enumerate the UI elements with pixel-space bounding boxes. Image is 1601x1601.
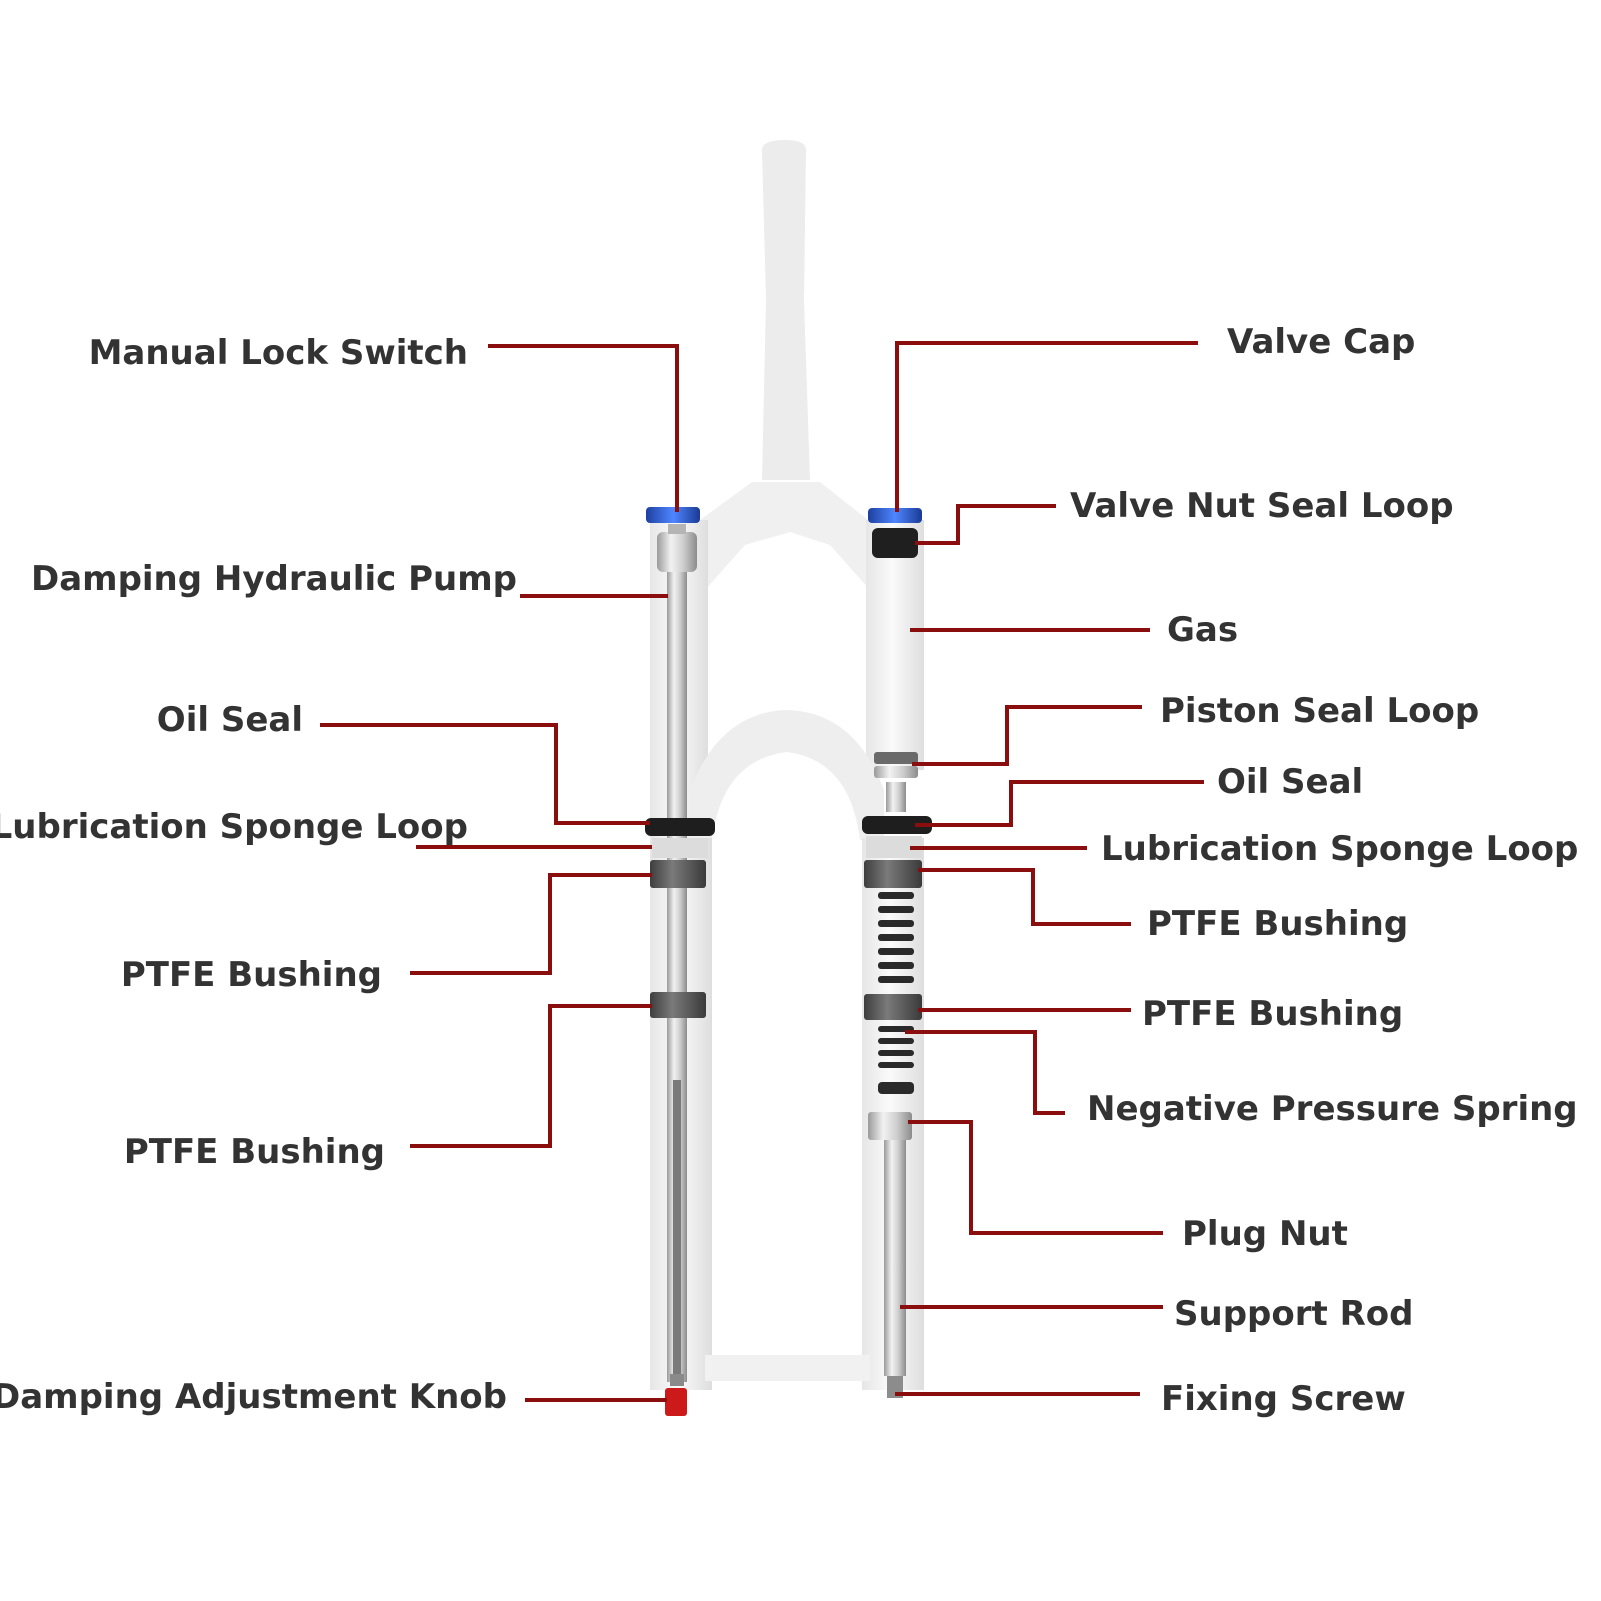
leader-negative-pressure-spring bbox=[905, 1030, 1065, 1115]
leader-lines bbox=[320, 341, 1204, 1402]
label-ptfe-bushing-left-upper: PTFE Bushing bbox=[121, 955, 382, 995]
label-lubrication-sponge-loop-right: Lubrication Sponge Loop bbox=[1101, 829, 1578, 869]
leader-oil-seal-right bbox=[915, 780, 1204, 827]
valve-nut-seal-loop-part bbox=[872, 528, 918, 558]
plug-nut-part bbox=[868, 1112, 912, 1140]
steerer-tube bbox=[762, 140, 810, 480]
label-oil-seal-right: Oil Seal bbox=[1217, 762, 1363, 802]
support-rod-part bbox=[884, 1140, 906, 1376]
damper-shaft bbox=[667, 572, 687, 1382]
label-ptfe-bushing-right-lower: PTFE Bushing bbox=[1142, 994, 1403, 1034]
fork-body bbox=[650, 140, 924, 1390]
ptfe-bushing-left-lower-part bbox=[650, 992, 706, 1018]
label-manual-lock-switch: Manual Lock Switch bbox=[89, 333, 468, 373]
leader-valve-cap bbox=[895, 341, 1198, 512]
label-negative-pressure-spring: Negative Pressure Spring bbox=[1087, 1089, 1578, 1129]
leader-ptfe-bushing-right-upper bbox=[918, 868, 1131, 926]
leader-piston-seal-loop bbox=[912, 705, 1142, 766]
piston-ring bbox=[874, 766, 918, 778]
negative-pressure-spring-part bbox=[878, 1026, 914, 1094]
label-fixing-screw: Fixing Screw bbox=[1161, 1379, 1406, 1419]
bottom-bridge bbox=[705, 1355, 870, 1381]
leader-ptfe-bushing-left-lower bbox=[410, 1004, 652, 1148]
label-ptfe-bushing-left-lower: PTFE Bushing bbox=[124, 1132, 385, 1172]
sponge-loop-right-part bbox=[866, 836, 922, 858]
leader-manual-lock-switch bbox=[488, 344, 679, 512]
oil-seal-right-part bbox=[862, 816, 932, 834]
label-oil-seal-left: Oil Seal bbox=[157, 700, 303, 740]
piston-rod-top bbox=[886, 782, 906, 812]
spring-coils-main bbox=[878, 892, 914, 983]
damper-internals bbox=[645, 507, 715, 1416]
label-gas: Gas bbox=[1167, 610, 1238, 650]
oil-seal-left-part bbox=[645, 818, 715, 836]
damping-adjustment-knob-part bbox=[665, 1388, 687, 1416]
label-damping-adjustment-knob: Damping Adjustment Knob bbox=[0, 1377, 507, 1417]
leader-ptfe-bushing-left-upper bbox=[410, 873, 652, 975]
fork-arch bbox=[690, 710, 884, 840]
piston-seal-loop-part bbox=[874, 752, 918, 764]
label-plug-nut: Plug Nut bbox=[1182, 1214, 1348, 1254]
label-ptfe-bushing-right-upper: PTFE Bushing bbox=[1147, 904, 1408, 944]
damping-knob-stem bbox=[670, 1374, 684, 1386]
label-valve-cap: Valve Cap bbox=[1227, 322, 1415, 362]
leader-plug-nut bbox=[908, 1120, 1163, 1235]
ptfe-bushing-right-upper-part bbox=[864, 860, 922, 888]
label-damping-hydraulic-pump: Damping Hydraulic Pump bbox=[31, 559, 517, 599]
leader-oil-seal-left bbox=[320, 723, 650, 825]
damping-pump-top bbox=[668, 524, 686, 534]
labels-left: Manual Lock Switch Damping Hydraulic Pum… bbox=[0, 333, 517, 1417]
manual-lock-switch-part bbox=[646, 507, 700, 523]
ptfe-bushing-left-upper-part bbox=[650, 860, 706, 888]
label-lubrication-sponge-loop-left: Lubrication Sponge Loop bbox=[0, 807, 468, 847]
label-valve-nut-seal-loop: Valve Nut Seal Loop bbox=[1070, 486, 1454, 526]
leader-valve-nut-seal-loop bbox=[915, 504, 1056, 545]
damping-pump-head bbox=[657, 532, 697, 572]
labels-right: Valve Cap Valve Nut Seal Loop Gas Piston… bbox=[1070, 322, 1578, 1419]
ptfe-bushing-right-lower-part bbox=[864, 994, 922, 1020]
fork-crown bbox=[655, 482, 920, 590]
damper-inner-rod bbox=[673, 1080, 681, 1380]
valve-cap-part bbox=[868, 508, 922, 523]
label-piston-seal-loop: Piston Seal Loop bbox=[1160, 691, 1479, 731]
air-spring-internals bbox=[862, 508, 932, 1398]
sponge-loop-left-part bbox=[652, 838, 708, 858]
label-support-rod: Support Rod bbox=[1174, 1294, 1413, 1334]
right-stanchion-shell bbox=[866, 520, 924, 770]
